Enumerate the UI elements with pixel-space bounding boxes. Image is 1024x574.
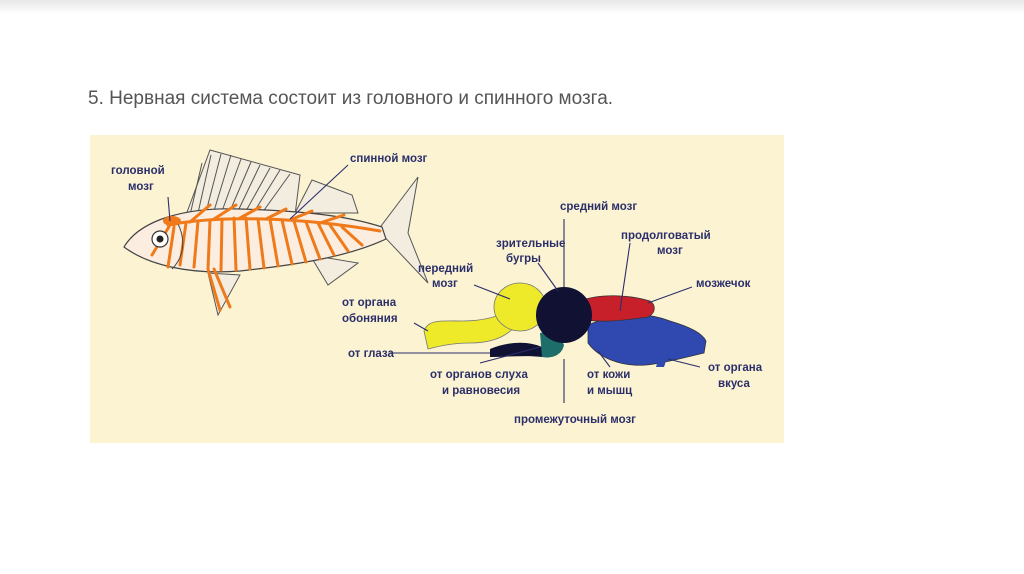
label-olfactory-2: обоняния xyxy=(342,313,398,325)
label-cerebellum: мозжечок xyxy=(696,278,751,290)
label-forebrain-2: мозг xyxy=(432,278,458,290)
label-taste-1: от органа xyxy=(708,362,763,374)
label-hearing-2: и равновесия xyxy=(442,385,520,397)
cerebellum xyxy=(579,295,655,322)
label-taste-2: вкуса xyxy=(718,378,750,390)
label-midbrain: средний мозг xyxy=(560,201,637,213)
label-medulla-1: продолговатый xyxy=(621,230,711,242)
label-brain-1: головной xyxy=(111,165,165,177)
anal-fin xyxy=(309,254,360,286)
label-forebrain-1: передний xyxy=(418,263,473,275)
label-spinal-cord: спинной мозг xyxy=(350,153,428,165)
diagram-svg: головной мозг спинной мозг средний мозг … xyxy=(90,135,784,443)
label-from-eye: от глаза xyxy=(348,348,394,360)
fish-nervous-system-figure: головной мозг спинной мозг средний мозг … xyxy=(90,135,784,443)
label-skin-1: от кожи xyxy=(587,369,630,381)
slide-top-shadow xyxy=(0,0,1024,14)
fish-pupil xyxy=(156,235,164,243)
brain-illustration xyxy=(423,282,707,367)
tail-fin xyxy=(377,176,429,284)
optic-nerve xyxy=(490,342,542,357)
slide-title: 5. Нервная система состоит из головного … xyxy=(88,88,614,109)
label-medulla-2: мозг xyxy=(657,245,683,257)
leader-lines xyxy=(167,164,701,403)
label-optic-lobes-1: зрительные xyxy=(496,238,565,250)
label-hearing-1: от органов слуха xyxy=(430,369,529,381)
label-optic-lobes-2: бугры xyxy=(506,253,541,265)
diagram-labels: головной мозг спинной мозг средний мозг … xyxy=(111,153,763,426)
fish-illustration xyxy=(123,149,429,317)
label-brain-2: мозг xyxy=(128,181,154,193)
taste-nerve xyxy=(656,353,668,367)
label-skin-2: и мышц xyxy=(587,385,632,397)
spinal-nerves xyxy=(150,203,382,312)
fish-brain xyxy=(163,216,181,226)
second-dorsal-fin xyxy=(294,179,359,214)
label-olfactory-1: от органа xyxy=(342,297,397,309)
midbrain xyxy=(536,287,592,343)
label-diencephalon: промежуточный мозг xyxy=(514,414,636,426)
